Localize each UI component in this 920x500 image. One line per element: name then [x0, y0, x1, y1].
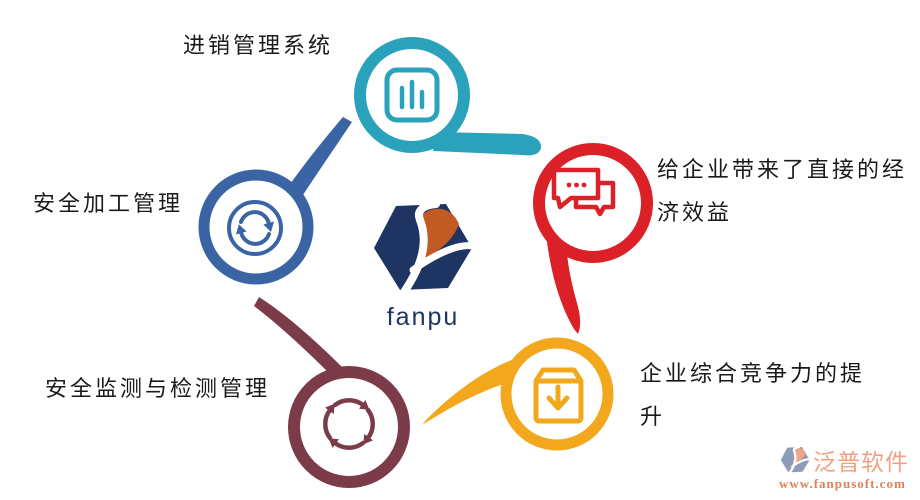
cycle-arrows-icon — [323, 398, 375, 450]
label-competitiveness: 企业综合竞争力的提升 — [640, 361, 866, 429]
label-purchase-sales: 进销管理系统 — [183, 33, 334, 58]
node-competitiveness — [500, 337, 614, 451]
fanpu-logo-icon — [374, 200, 477, 296]
safety-processing-ring — [198, 169, 314, 285]
watermark-brand: 泛普软件 — [813, 449, 909, 475]
watermark-url: www.fanpusoft.com — [779, 476, 906, 491]
node-purchase-sales — [354, 37, 470, 153]
fanpu-watermark-logo-icon — [780, 445, 811, 475]
label-safety-monitoring: 安全监测与检测管理 — [45, 376, 271, 401]
chat-bubbles-icon — [551, 167, 616, 217]
node-safety-processing — [198, 169, 314, 285]
node-economic-benefit — [533, 143, 653, 263]
label-safety-processing: 安全加工管理 — [33, 191, 184, 216]
bar-chart-icon — [384, 67, 440, 123]
watermark: 泛普软件 www.fanpusoft.com — [779, 443, 909, 492]
tail-safety-processing — [288, 117, 352, 198]
sync-arrows-icon — [227, 200, 283, 256]
center-brand-text: fanpu — [386, 303, 460, 331]
package-download-icon — [533, 367, 584, 424]
safety-monitoring-ring — [288, 366, 410, 488]
tail-economic-benefit — [546, 233, 581, 334]
tail-competitiveness — [422, 359, 514, 425]
tail-purchase-sales — [433, 132, 542, 156]
tail-safety-monitoring — [254, 297, 345, 378]
label-economic-benefit: 给企业带来了直接的经济效益 — [657, 157, 908, 225]
node-safety-monitoring — [288, 366, 410, 488]
